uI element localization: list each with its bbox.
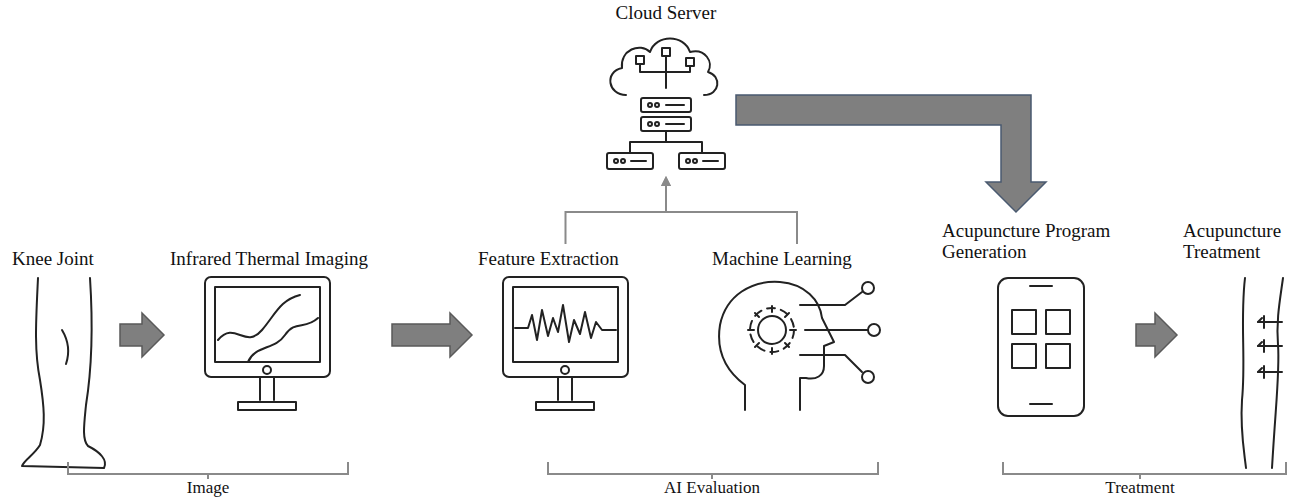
node-heading: Machine Learning [712,248,882,269]
flow-arrow [392,313,472,357]
flow-arrow [120,313,164,357]
needled-leg-icon [1241,278,1283,468]
icon-node: Cloud Server [600,2,732,174]
thermal-monitor-icon [205,277,330,410]
flow-arrow [736,95,1046,212]
ml-head-icon [719,282,880,410]
group-label: Image [183,479,233,497]
node-heading: Feature Extraction [478,248,653,269]
node-heading: Infrared Thermal Imaging [170,248,386,269]
node-heading: Knee Joint [12,248,114,269]
node-heading: Acupuncture Treatment [1183,220,1285,262]
icon-node: Feature Extraction [478,248,653,413]
flow-arrow [566,176,672,244]
feature-monitor-icon [503,277,628,410]
flow-arrow [1136,313,1177,357]
phone-icon [998,278,1084,416]
icon-node: Machine Learning [712,248,882,413]
icon-node: Acupuncture Program Generation [942,220,1130,418]
icon-node: Knee Joint [12,248,114,470]
icon-node: Infrared Thermal Imaging [170,248,386,413]
leg-icon [22,278,105,468]
node-heading: Acupuncture Program Generation [942,220,1130,262]
group-label: AI Evaluation [660,479,764,497]
icon-node: Acupuncture Treatment [1183,220,1285,470]
flow-arrow [661,176,797,244]
group-label: Treatment [1101,479,1178,497]
group-brackets [68,462,1286,480]
node-heading: Cloud Server [600,2,732,23]
cloud-server-icon [607,39,725,170]
